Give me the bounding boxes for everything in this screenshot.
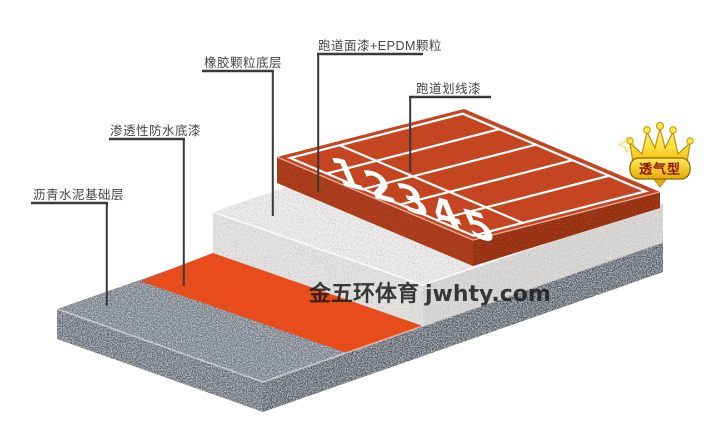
crown-icon — [629, 127, 691, 164]
label-rubber-base: 橡胶颗粒底层 — [204, 55, 282, 70]
lane-line — [435, 175, 611, 221]
watermark-brand: 金五环体育 — [308, 281, 419, 307]
primer-orange-band — [140, 253, 423, 354]
badge-banner — [629, 157, 691, 180]
lane-line — [361, 144, 538, 190]
start-crossing-line — [337, 144, 525, 224]
label-topcoat-epdm: 跑道面漆+EPDM颗粒 — [318, 38, 442, 53]
layer-labels: 沥青水泥基础层 渗透性防水底漆 橡胶颗粒底层 跑道面漆+EPDM颗粒 跑道划线漆 — [33, 38, 481, 202]
track-left-face — [277, 157, 473, 266]
track-top-face — [277, 109, 660, 240]
crown-ball-icon — [656, 122, 664, 130]
label-waterproof-primer: 渗透性防水底漆 — [110, 123, 201, 138]
track-edge-highlight — [276, 156, 661, 241]
crown-ball-icon — [626, 137, 634, 145]
rubber-layer-left-face — [213, 212, 423, 326]
leader-lines — [31, 52, 491, 306]
crown-ball-icon — [686, 137, 694, 145]
base-layer-right-face — [263, 242, 663, 412]
crown-ball-icon — [669, 126, 677, 134]
label-line-paint: 跑道划线漆 — [416, 81, 481, 96]
watermark: 金五环体育 jwhty.com — [308, 281, 551, 307]
track-border-line — [286, 112, 650, 237]
lane-line — [325, 128, 501, 175]
badge-label: 透气型 — [639, 162, 681, 177]
lane-line — [398, 159, 575, 206]
rubber-layer-right-face — [423, 203, 663, 326]
watermark-site: jwhty.com — [424, 282, 551, 307]
lane-markings — [286, 112, 650, 237]
track-surface-layer: 1 2 3 4 5 — [276, 109, 661, 266]
track-right-face — [473, 192, 660, 266]
base-layer-left-face — [57, 309, 263, 412]
badge-breathable-type: 透气型 — [618, 122, 694, 188]
label-asphalt-base: 沥青水泥基础层 — [33, 188, 124, 202]
crown-ball-icon — [643, 126, 651, 134]
